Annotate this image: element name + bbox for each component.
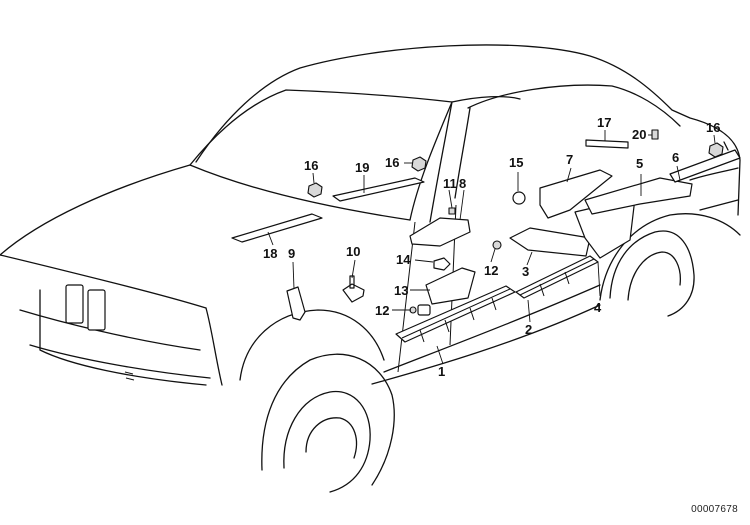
callout-12b: 12: [484, 263, 498, 278]
part-16-nut-a: [307, 182, 323, 198]
part-12-grommet-a: [417, 304, 431, 316]
callout-9: 9: [288, 246, 295, 261]
diagram-id: 00007678: [691, 504, 738, 515]
part-20-clip: [651, 129, 659, 140]
callout-13: 13: [394, 283, 408, 298]
callout-14: 14: [396, 252, 411, 267]
part-11-bolt: [448, 207, 456, 215]
callout-19: 19: [355, 160, 369, 175]
callout-12a: 12: [375, 303, 389, 318]
callout-4: 4: [594, 300, 602, 315]
leader-lines: [267, 130, 716, 365]
callout-16c: 16: [706, 120, 720, 135]
part-15-plug: [512, 191, 526, 205]
callout-18: 18: [263, 246, 277, 261]
kidney-grille-right: [87, 289, 106, 331]
callout-20: 20: [632, 127, 646, 142]
callout-2: 2: [525, 322, 532, 337]
callout-8: 8: [459, 176, 466, 191]
part-5-rail: [584, 177, 693, 215]
callout-16b: 16: [385, 155, 399, 170]
part-14-clip: [433, 257, 451, 271]
part-6-rail: [669, 149, 741, 183]
car-body-outline: [0, 44, 741, 493]
part-3-panel: [509, 227, 591, 257]
callout-5: 5: [636, 156, 643, 171]
kidney-grille-left: [65, 284, 84, 324]
part-17-strip: [585, 139, 629, 149]
part-16-nut-c: [708, 142, 724, 158]
part-9-bracket: [286, 286, 306, 321]
part-13-bracket: [425, 267, 476, 305]
callout-16a: 16: [304, 158, 318, 173]
part-10-clip: [342, 275, 365, 303]
part-19-strip: [332, 177, 425, 202]
part-12-screw-b: [492, 240, 502, 250]
callout-15: 15: [509, 155, 523, 170]
callout-11: 11: [443, 176, 457, 191]
callout-3: 3: [522, 264, 529, 279]
callout-6: 6: [672, 150, 679, 165]
callout-10: 10: [346, 244, 360, 259]
callouts: 1 2 3 4 5 6 7 8 11 9 10 12 12 13 14 15 1…: [263, 115, 720, 379]
part-8-support: [409, 217, 471, 247]
part-7-channel: [539, 169, 613, 219]
callout-1: 1: [438, 364, 445, 379]
part-18-strip: [231, 213, 323, 243]
part-16-nut-b: [411, 156, 427, 172]
callout-7: 7: [566, 152, 573, 167]
callout-17: 17: [597, 115, 611, 130]
